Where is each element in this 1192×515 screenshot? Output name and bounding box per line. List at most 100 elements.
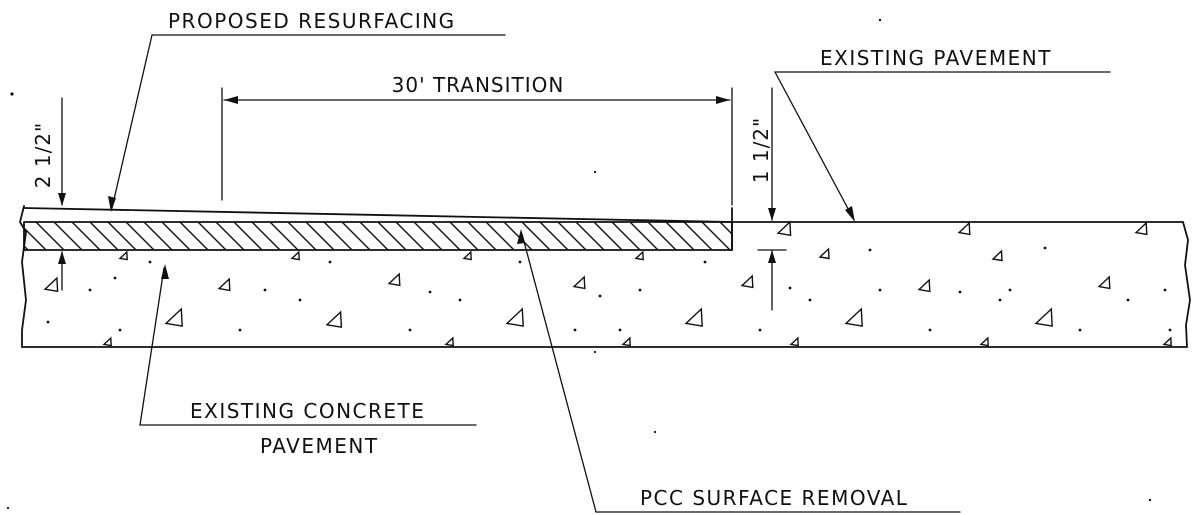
hatch-line xyxy=(23,245,29,251)
hatch-line xyxy=(107,221,137,251)
pcc-removal-hatch xyxy=(23,221,733,251)
aggregate-triangle xyxy=(164,307,183,327)
existing-concrete-callout: EXISTING CONCRETE PAVEMENT xyxy=(139,264,477,458)
aggregate-triangle xyxy=(444,336,454,347)
aggregate-triangle xyxy=(43,276,59,293)
aggregate-triangle xyxy=(844,307,863,327)
aggregate-triangle xyxy=(1097,275,1111,290)
aggregate-dot xyxy=(703,260,707,264)
aggregate-dot xyxy=(428,290,432,294)
hatch-line xyxy=(233,221,263,251)
hatch-line xyxy=(23,227,47,251)
aggregate-dot xyxy=(113,276,117,280)
aggregate-dot xyxy=(118,328,122,332)
aggregate-dot xyxy=(928,328,932,332)
aggregate-dot xyxy=(598,294,602,298)
aggregate-dot xyxy=(573,328,577,332)
hatch-line xyxy=(125,221,155,251)
aggregate-dot xyxy=(298,298,302,302)
aggregate-dot xyxy=(958,290,962,294)
aggregate-triangle xyxy=(505,307,524,327)
hatch-line xyxy=(197,221,227,251)
hatch-line xyxy=(449,221,479,251)
aggregate-symbols xyxy=(43,220,1172,347)
hatch-line xyxy=(35,221,65,251)
aggregate-triangle xyxy=(917,278,931,293)
hatch-line xyxy=(719,221,733,235)
hatch-line xyxy=(179,221,209,251)
aggregate-triangle xyxy=(325,310,343,329)
aggregate-triangle xyxy=(462,250,472,261)
hatch-line xyxy=(323,221,353,251)
specks xyxy=(6,18,1152,510)
existing-pavement-label: EXISTING PAVEMENT xyxy=(820,46,1052,70)
proposed-resurfacing-label: PROPOSED RESURFACING xyxy=(168,9,456,33)
aggregate-dot xyxy=(328,260,332,264)
aggregate-dot xyxy=(408,328,412,332)
left-depth-dimension: 2 1/2" xyxy=(31,97,66,291)
aggregate-triangle xyxy=(991,249,1003,262)
hatch-line xyxy=(305,221,335,251)
transition-dimension: 30' TRANSITION xyxy=(221,73,733,206)
hatch-line xyxy=(143,221,173,251)
aggregate-dot xyxy=(1126,298,1130,302)
aggregate-triangle xyxy=(684,307,703,327)
hatch-line xyxy=(413,221,443,251)
aggregate-dot xyxy=(238,328,242,332)
aggregate-triangle xyxy=(789,336,799,347)
hatch-line xyxy=(341,221,371,251)
aggregate-dot xyxy=(998,298,1002,302)
hatch-line xyxy=(701,221,731,251)
hatch-line xyxy=(377,221,407,251)
hatch-line xyxy=(89,221,119,251)
aggregate-triangle xyxy=(776,220,792,237)
aggregate-dot xyxy=(638,288,642,292)
hatch-line xyxy=(53,221,83,251)
pcc-surface-removal-label: PCC SURFACE REMOVAL xyxy=(640,486,908,510)
resurfacing-top-line xyxy=(23,207,733,223)
hatch-line xyxy=(359,221,389,251)
hatch-line xyxy=(557,221,587,251)
hatch-line xyxy=(593,221,623,251)
hatch-line xyxy=(575,221,605,251)
aggregate-dot xyxy=(1078,328,1082,332)
hatch-line xyxy=(665,221,695,251)
right-depth-dimension: 1 1/2" xyxy=(749,87,787,311)
existing-concrete-label-line1: EXISTING CONCRETE xyxy=(190,399,425,423)
hatch-line xyxy=(611,221,641,251)
hatch-line xyxy=(395,221,425,251)
hatch-line xyxy=(539,221,569,251)
aggregate-dot xyxy=(808,298,812,302)
aggregate-dot xyxy=(148,260,152,264)
proposed-resurfacing-callout: PROPOSED RESURFACING xyxy=(108,9,506,212)
existing-concrete-label-line2: PAVEMENT xyxy=(260,434,379,458)
aggregate-triangle xyxy=(1034,307,1053,327)
aggregate-triangle xyxy=(979,336,989,347)
aggregate-dot xyxy=(868,248,872,252)
aggregate-triangle xyxy=(217,277,231,292)
aggregate-dot xyxy=(263,288,267,292)
aggregate-triangle xyxy=(1162,336,1172,347)
aggregate-triangle xyxy=(1134,221,1148,236)
aggregate-triangle xyxy=(634,250,644,261)
existing-pavement-callout: EXISTING PAVEMENT xyxy=(774,46,1111,222)
concrete-slab xyxy=(19,205,1191,348)
hatch-line xyxy=(287,221,317,251)
aggregate-dot xyxy=(518,260,522,264)
hatch-line xyxy=(251,221,281,251)
aggregate-triangle xyxy=(572,275,586,290)
hatch-line xyxy=(629,221,659,251)
hatch-line xyxy=(71,221,101,251)
aggregate-dot xyxy=(878,288,882,292)
aggregate-triangle xyxy=(740,274,754,289)
hatch-line xyxy=(215,221,245,251)
hatch-line xyxy=(431,221,461,251)
hatch-line xyxy=(683,221,713,251)
hatch-line xyxy=(467,221,497,251)
transition-label: 30' TRANSITION xyxy=(392,73,565,97)
aggregate-dot xyxy=(88,288,92,292)
aggregate-dot xyxy=(1008,288,1012,292)
aggregate-dot xyxy=(46,320,50,324)
right-depth-label: 1 1/2" xyxy=(749,117,773,183)
